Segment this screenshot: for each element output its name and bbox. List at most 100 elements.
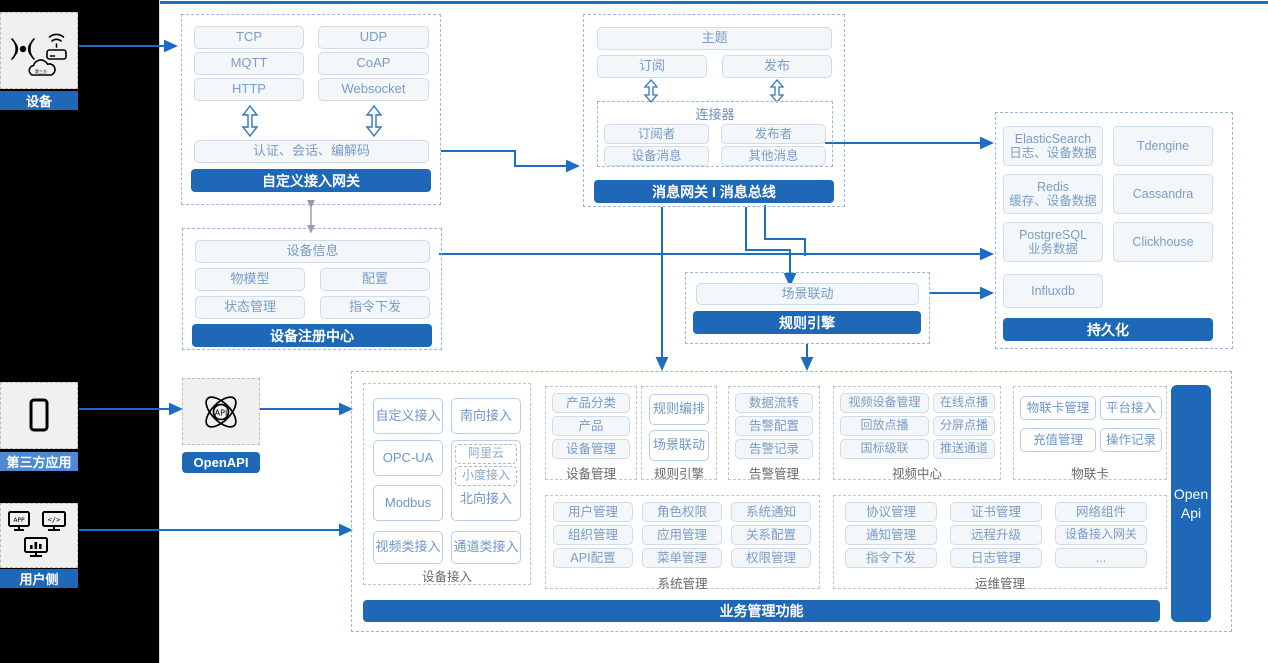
sm-menu-mgmt[interactable]: 菜单管理 <box>642 548 722 568</box>
da-video-access[interactable]: 视频类接入 <box>373 531 443 564</box>
group-device-access <box>363 383 531 585</box>
re-scene-linkage[interactable]: 场景联动 <box>649 430 709 461</box>
group-alarm-mgmt <box>728 386 820 480</box>
vc-replay[interactable]: 回放点播 <box>840 416 929 436</box>
protocol-websocket[interactable]: Websocket <box>318 78 429 101</box>
da-south-access[interactable]: 南向接入 <box>451 398 521 434</box>
user-side-icons: APP </> <box>8 510 66 557</box>
om-cert-mgmt[interactable]: 证书管理 <box>950 502 1042 522</box>
vc-video-device-mgmt[interactable]: 视频设备管理 <box>840 393 929 413</box>
ic-operation-log[interactable]: 操作记录 <box>1100 428 1162 452</box>
da-north-access-wrap[interactable]: 阿里云 小度接入 北向接入 <box>451 440 521 521</box>
group-device-mgmt-title: 设备管理 <box>565 467 616 481</box>
message-bus-bar[interactable]: 消息网关 I 消息总线 <box>594 180 834 203</box>
sm-user-mgmt[interactable]: 用户管理 <box>553 502 633 522</box>
sm-role-permission-label: 角色权限 <box>656 504 707 519</box>
db-cassandra[interactable]: Cassandra <box>1113 174 1213 214</box>
connector-device-msg[interactable]: 设备消息 <box>604 146 709 166</box>
da-channel-access[interactable]: 通道类接入 <box>451 531 521 564</box>
om-cmd-dispatch[interactable]: 指令下发 <box>845 548 937 568</box>
sm-org-mgmt[interactable]: 组织管理 <box>553 525 633 545</box>
vc-split-screen[interactable]: 分屏点播 <box>933 416 995 436</box>
db-redis[interactable]: Redis 缓存、设备数据 <box>1003 174 1103 214</box>
chart-bars <box>30 541 42 549</box>
re-rule-orchestration[interactable]: 规则编排 <box>649 394 709 425</box>
protocol-coap[interactable]: CoAP <box>318 52 429 75</box>
protocol-mqtt[interactable]: MQTT <box>194 52 304 75</box>
subscribe-pill[interactable]: 订阅 <box>597 55 707 78</box>
db-redis-name: Redis <box>1037 179 1069 194</box>
connector-publisher[interactable]: 发布者 <box>721 124 826 144</box>
ic-operation-log-label: 操作记录 <box>1105 432 1156 447</box>
am-alarm-record[interactable]: 告警记录 <box>735 439 813 459</box>
config-pill[interactable]: 配置 <box>320 268 430 291</box>
protocol-udp[interactable]: UDP <box>318 26 429 49</box>
sm-role-permission[interactable]: 角色权限 <box>642 502 722 522</box>
cmd-dispatch-pill[interactable]: 指令下发 <box>320 296 430 319</box>
db-elasticsearch-name: ElasticSearch <box>1014 131 1092 146</box>
db-postgresql[interactable]: PostgreSQL 业务数据 <box>1003 222 1103 262</box>
db-redis-desc: 缓存、设备数据 <box>1009 194 1097 208</box>
device-info-pill[interactable]: 设备信息 <box>195 240 430 263</box>
custom-access-gateway-bar[interactable]: 自定义接入网关 <box>191 169 431 192</box>
sm-permission-mgmt[interactable]: 权限管理 <box>731 548 811 568</box>
topic-pill[interactable]: 主题 <box>597 27 832 50</box>
protocol-tcp[interactable]: TCP <box>194 26 304 49</box>
da-xiaodu-label: 小度接入 <box>461 468 510 483</box>
da-opcua[interactable]: OPC-UA <box>373 440 443 476</box>
om-protocol-mgmt[interactable]: 协议管理 <box>845 502 937 522</box>
db-influxdb[interactable]: Influxdb <box>1003 274 1103 308</box>
state-mgmt-pill[interactable]: 状态管理 <box>195 296 305 319</box>
vc-online-play[interactable]: 在线点播 <box>933 393 995 413</box>
connector-other-msg[interactable]: 其他消息 <box>721 146 826 166</box>
am-data-flow[interactable]: 数据流转 <box>735 393 813 413</box>
db-tdengine[interactable]: Tdengine <box>1113 126 1213 166</box>
db-clickhouse[interactable]: Clickhouse <box>1113 222 1213 262</box>
vc-gb-cascade[interactable]: 国标级联 <box>840 439 929 459</box>
auth-session-codec[interactable]: 认证、会话、编解码 <box>194 140 429 163</box>
db-elasticsearch[interactable]: ElasticSearch 日志、设备数据 <box>1003 126 1103 166</box>
openapi-side-bar[interactable]: Open Api <box>1171 385 1211 622</box>
ic-platform-access[interactable]: 平台接入 <box>1100 396 1162 420</box>
dm-product-category[interactable]: 产品分类 <box>552 393 630 413</box>
sm-app-mgmt[interactable]: 应用管理 <box>642 525 722 545</box>
protocol-http[interactable]: HTTP <box>194 78 304 101</box>
persistence-bar[interactable]: 持久化 <box>1003 318 1213 341</box>
ic-card-mgmt[interactable]: 物联卡管理 <box>1020 396 1096 420</box>
ic-recharge-mgmt[interactable]: 充值管理 <box>1020 428 1096 452</box>
om-notify-mgmt[interactable]: 通知管理 <box>845 525 937 545</box>
da-custom-access[interactable]: 自定义接入 <box>373 398 443 434</box>
dm-device-mgmt[interactable]: 设备管理 <box>552 439 630 459</box>
publish-pill[interactable]: 发布 <box>722 55 832 78</box>
device-registry-bar[interactable]: 设备注册中心 <box>192 324 432 347</box>
openapi-tag[interactable]: OpenAPI <box>182 452 260 473</box>
sm-api-config[interactable]: API配置 <box>553 548 633 568</box>
dm-product[interactable]: 产品 <box>552 416 630 436</box>
om-more[interactable]: ... <box>1055 548 1147 568</box>
om-network-component[interactable]: 网络组件 <box>1055 502 1147 522</box>
scene-linkage-pill[interactable]: 场景联动 <box>696 283 919 305</box>
rule-engine-bar[interactable]: 规则引擎 <box>693 311 921 334</box>
vc-push-channel[interactable]: 推送通道 <box>933 439 995 459</box>
da-aliyun[interactable]: 阿里云 <box>455 444 517 464</box>
om-device-access-gw[interactable]: 设备接入网关 <box>1055 525 1147 545</box>
sm-system-notify[interactable]: 系统通知 <box>731 502 811 522</box>
business-function-bar[interactable]: 业务管理功能 <box>363 600 1160 622</box>
connector-subscriber-label: 订阅者 <box>637 126 676 141</box>
svg-text:</>: </> <box>48 516 61 524</box>
group-rule-engine-label: 规则引擎 <box>641 463 717 482</box>
om-log-mgmt[interactable]: 日志管理 <box>950 548 1042 568</box>
da-modbus[interactable]: Modbus <box>373 485 443 521</box>
protocol-http-label: HTTP <box>232 81 266 97</box>
da-xiaodu[interactable]: 小度接入 <box>455 466 517 486</box>
sm-relation-config[interactable]: 关系配置 <box>731 525 811 545</box>
om-remote-upgrade[interactable]: 远程升级 <box>950 525 1042 545</box>
rule-engine-label: 规则引擎 <box>779 314 835 331</box>
am-alarm-config[interactable]: 告警配置 <box>735 416 813 436</box>
connector-subscriber[interactable]: 订阅者 <box>604 124 709 144</box>
thing-model-pill[interactable]: 物模型 <box>195 268 305 291</box>
connector-container <box>597 101 833 167</box>
updown-arrow-pub-icon <box>769 79 785 103</box>
db-postgresql-name: PostgreSQL <box>1018 227 1088 242</box>
device-registry-label: 设备注册中心 <box>270 327 354 344</box>
